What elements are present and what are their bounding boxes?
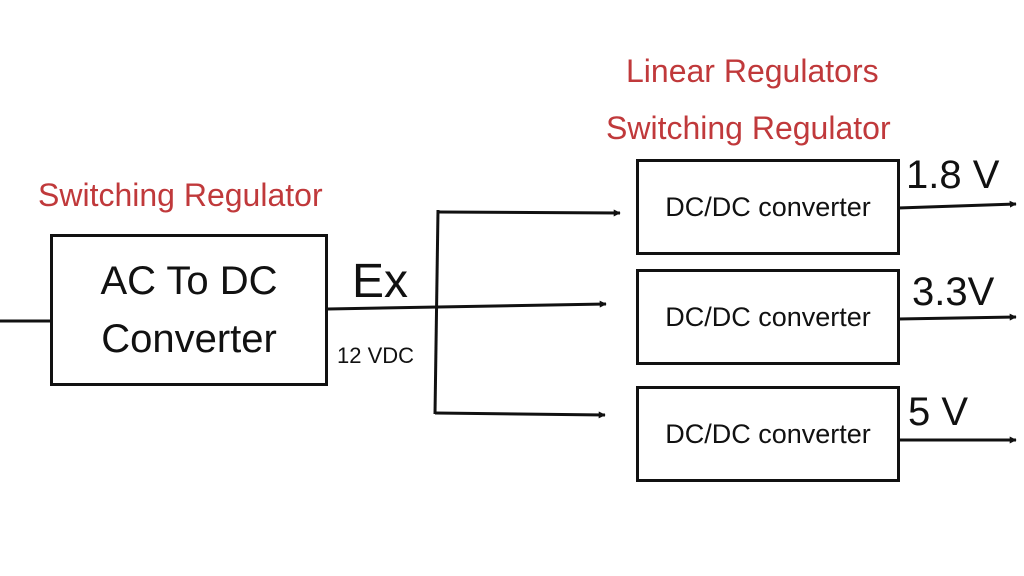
top-regulator-label-2: Switching Regulator [606, 110, 891, 146]
dcdc-converter-2-label: DC/DC converter [665, 301, 871, 332]
ac-dc-converter-line2: Converter [101, 317, 277, 361]
dcdc-converter-1-label: DC/DC converter [665, 191, 871, 222]
output-voltage-3: 5 V [908, 390, 969, 434]
branch-arrow-bottom [434, 411, 606, 419]
distribution-bus [433, 209, 440, 415]
dcdc-converter-1: DC/DC converter [636, 159, 900, 255]
output-arrow-1 [897, 200, 1017, 210]
ac-dc-converter-line1: AC To DC [100, 259, 278, 303]
top-regulator-label-1: Linear Regulators [626, 53, 879, 89]
branch-arrow-middle [327, 300, 607, 311]
ac-dc-converter-block: AC To DC Converter [50, 234, 328, 386]
left-regulator-label: Switching Regulator [38, 177, 323, 213]
output-voltage-2: 3.3V [912, 270, 995, 314]
dcdc-converter-2: DC/DC converter [636, 269, 900, 365]
bus-voltage: 12 VDC [337, 343, 415, 368]
dcdc-converter-3: DC/DC converter [636, 386, 900, 482]
dcdc-converter-3-label: DC/DC converter [665, 418, 871, 449]
output-voltage-1: 1.8 V [906, 153, 1000, 197]
output-arrow-2 [897, 313, 1017, 321]
branch-arrow-top [437, 209, 621, 217]
bus-tag: Ex [352, 255, 409, 308]
